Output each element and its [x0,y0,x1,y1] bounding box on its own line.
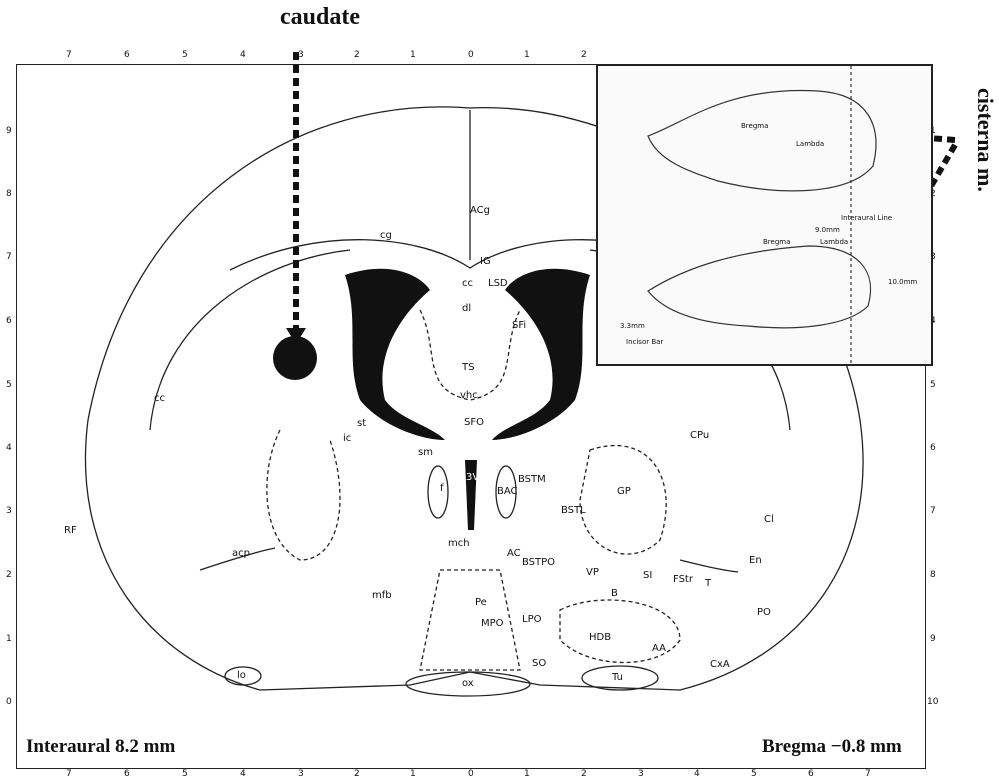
region-st: st [357,418,366,429]
region-fstr: FStr [673,574,693,585]
inset-dist-3-3: 3.3mm [620,322,645,330]
inset-bregma-side: Bregma [763,238,790,246]
region-aa: AA [652,643,666,654]
skull-inset: Bregma Lambda Interaural Line 9.0mm Breg… [596,64,933,366]
inset-bregma-top: Bregma [741,122,768,130]
region-cl: Cl [764,514,774,525]
region-cg: cg [380,230,392,241]
region-bstl: BSTL [561,505,586,516]
region-bac: BAC [497,486,518,497]
region-dl: dl [462,303,471,314]
region-mch: mch [448,538,470,549]
region-si: SI [643,570,652,581]
ts-region [420,310,520,400]
region-t: T [705,578,711,589]
region-ig: IG [480,256,491,267]
region-ts: TS [462,362,474,373]
mpo-region [420,570,520,670]
region-tu: Tu [612,672,623,683]
gp-region [580,446,666,555]
region-rf: RF [64,525,77,536]
region-en: En [749,555,762,566]
region-cc: cc [462,278,473,289]
caudate-marker [273,52,317,380]
cortex-inner [150,250,350,430]
region-b: B [611,588,618,599]
region-po: PO [757,607,771,618]
region-lo: lo [237,670,246,681]
region-hdb: HDB [589,632,611,643]
region-gp: GP [617,486,631,497]
inset-dist-10: 10.0mm [888,278,917,286]
region-ac: AC [507,548,521,559]
third-ventricle [465,460,477,530]
lateral-ventricle-left [345,269,445,440]
region-sm: sm [418,447,433,458]
inset-lambda-side: Lambda [820,238,848,246]
region-ox: ox [462,678,474,689]
fornix-left [428,466,448,518]
region-cc-left: cc [154,393,165,404]
region-acg: ACg [470,205,490,216]
region-bstpo: BSTPO [522,557,555,568]
region-f: f [440,483,444,494]
inset-incisor-bar: Incisor Bar [626,338,663,346]
inset-interaural-line: Interaural Line [841,214,892,222]
acp-right [680,560,738,572]
label-bregma: Bregma −0.8 mm [762,736,902,758]
region-vp: VP [586,567,599,578]
label-interaural: Interaural 8.2 mm [26,736,175,758]
skull-side-view [648,246,871,328]
region-mfb: mfb [372,590,392,601]
region-so: SO [532,658,546,669]
region-mpo: MPO [481,618,504,629]
region-acp: acp [232,548,250,559]
region-pe: Pe [475,597,487,608]
inset-lambda-top: Lambda [796,140,824,148]
region-lv: LV [376,306,387,317]
region-cxa: CxA [710,659,730,670]
region-3v: 3V [466,472,479,483]
region-sfi: SFi [512,320,526,331]
inset-dist-9: 9.0mm [815,226,840,234]
region-cpu: CPu [690,430,709,441]
region-bstm: BSTM [518,474,546,485]
region-lsd: LSD [488,278,508,289]
region-sfo: SFO [464,417,484,428]
striatum-left [267,430,340,560]
region-lpo: LPO [522,614,541,625]
region-vhc: vhc [460,390,478,401]
lateral-ventricle-right [492,269,590,440]
region-ic: ic [343,433,351,444]
skull-top-view [648,91,876,191]
